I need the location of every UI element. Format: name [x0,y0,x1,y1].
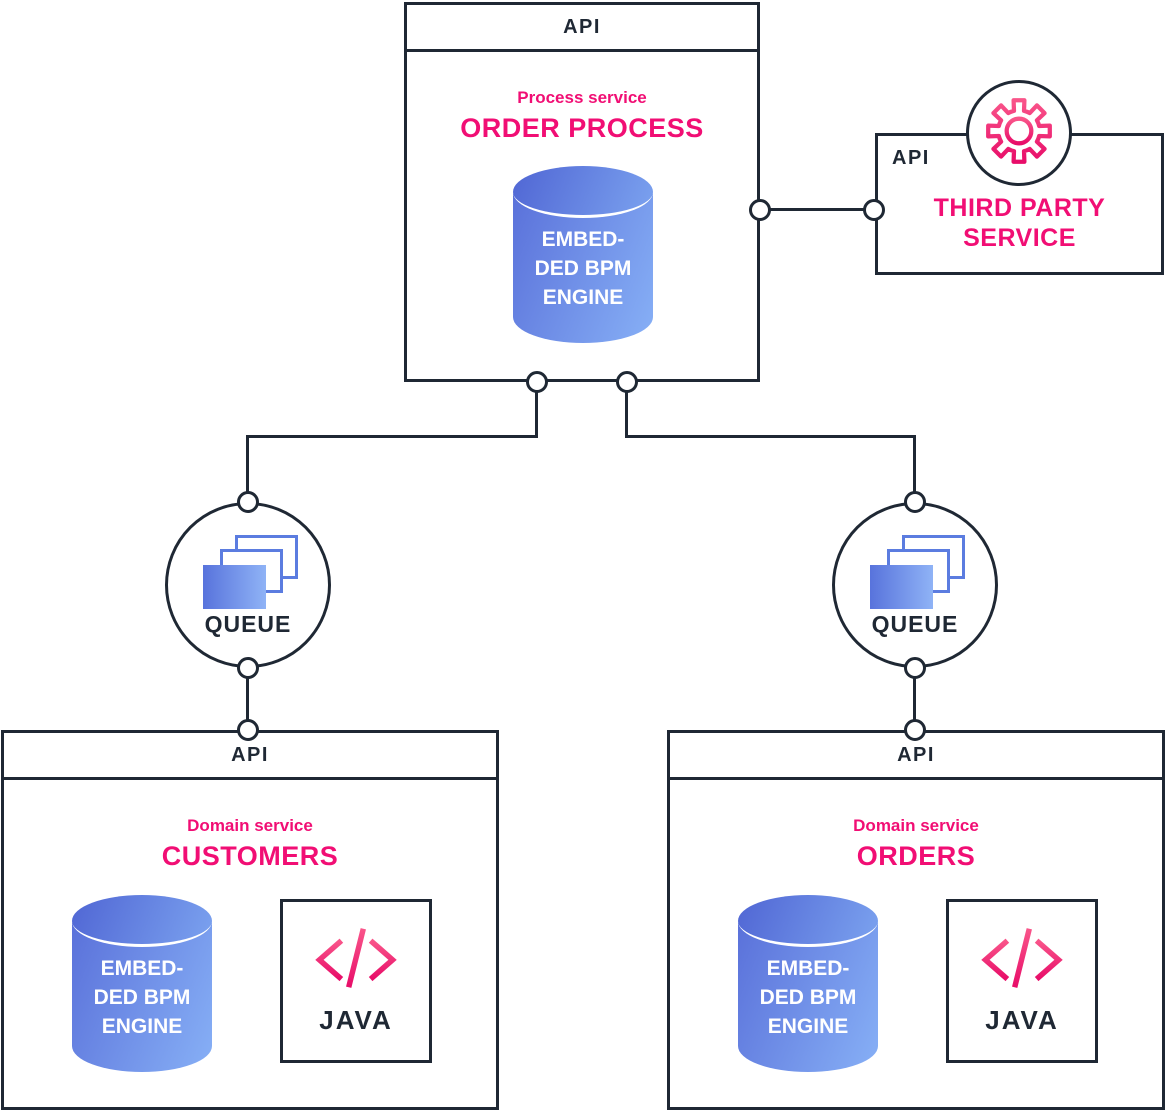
connector-line [246,668,249,730]
connector-line [760,208,874,211]
code-slash-icon [976,926,1068,995]
third-party-title: THIRD PARTY SERVICE [933,194,1106,252]
service-kicker: Process service [517,88,647,107]
connector-dot [526,371,548,393]
gear-icon [983,95,1055,172]
java-box: JAVA [280,899,432,1063]
api-header: API [407,5,757,52]
orders-node: API Domain service ORDERS EMBED- DED BPM… [667,730,1165,1110]
api-header: API [4,733,496,780]
stacked-messages-icon [870,535,966,616]
cylinder-top [738,895,878,947]
connector-line [535,382,538,438]
connector-line [246,435,249,502]
connector-dot [904,657,926,679]
order-process-node: API Process service ORDER PROCESS EMBED-… [404,2,760,382]
api-label: API [563,15,601,38]
service-title: ORDER PROCESS [460,113,704,143]
bpm-engine-label: EMBED- DED BPM ENGINE [93,957,191,1038]
queue-label: QUEUE [871,611,959,637]
orders-heading: Domain service ORDERS [670,816,1162,872]
connector-line [625,382,628,438]
api-label: API [897,743,935,766]
java-box: JAVA [946,899,1098,1063]
database-cylinder: EMBED- DED BPM ENGINE [738,895,878,1072]
bpm-engine-label: EMBED- DED BPM ENGINE [759,957,857,1038]
customers-heading: Domain service CUSTOMERS [4,816,496,872]
queue-label: QUEUE [204,611,292,637]
order-process-heading: Process service ORDER PROCESS [407,88,757,144]
java-label: JAVA [985,1005,1059,1035]
service-kicker: Domain service [853,816,979,835]
connector-dot [616,371,638,393]
connector-line [913,668,916,730]
api-header: API [670,733,1162,780]
gear-badge [966,80,1072,186]
bpm-engine-label: EMBED- DED BPM ENGINE [534,228,632,309]
connector-line [913,435,916,502]
customers-node: API Domain service CUSTOMERS EMBED- DED … [1,730,499,1110]
database-cylinder: EMBED- DED BPM ENGINE [513,166,653,343]
api-label: API [231,743,269,766]
queue-right-node: QUEUE [832,502,998,668]
connector-line [625,435,916,438]
java-label: JAVA [319,1005,393,1035]
connector-dot [749,199,771,221]
connector-dot [904,719,926,741]
connector-dot [904,491,926,513]
connector-line [246,435,538,438]
service-kicker: Domain service [187,816,313,835]
connector-dot [237,491,259,513]
cylinder-top [72,895,212,947]
code-slash-icon [310,926,402,995]
connector-dot [863,199,885,221]
connector-dot [237,657,259,679]
service-title: CUSTOMERS [161,841,339,871]
cylinder-top [513,166,653,218]
stacked-messages-icon [203,535,299,616]
connector-dot [237,719,259,741]
queue-left-node: QUEUE [165,502,331,668]
database-cylinder: EMBED- DED BPM ENGINE [72,895,212,1072]
service-title: ORDERS [856,841,976,871]
api-label: API [892,147,930,169]
